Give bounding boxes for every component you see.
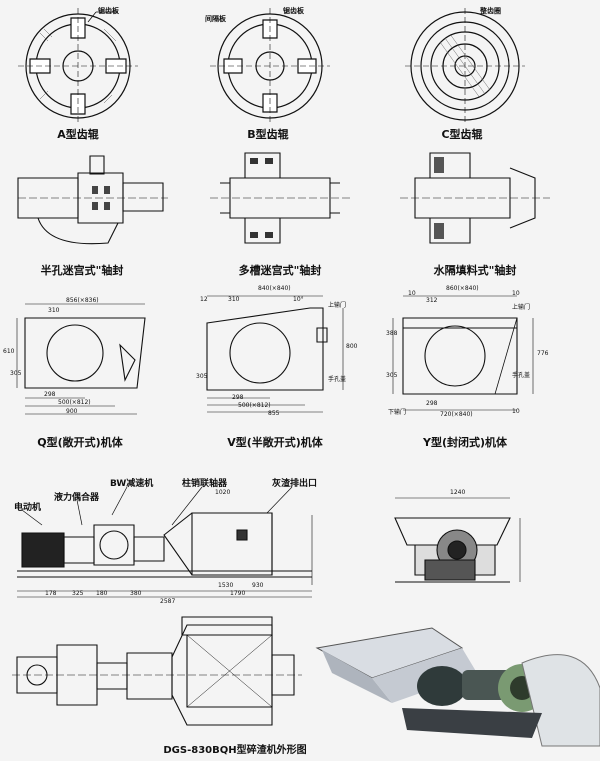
body-q-svg bbox=[5, 290, 160, 420]
dim-6: 1790 bbox=[230, 590, 246, 597]
roller-b-caption: B型齿辊 bbox=[247, 128, 289, 141]
body-y-dim-b2: 720(×840) bbox=[440, 411, 473, 418]
body-y-dim-inlet: 上输门 bbox=[512, 304, 531, 311]
seal-a-drawing bbox=[18, 148, 168, 253]
assembly-side-svg bbox=[385, 490, 525, 595]
roller-a-drawing bbox=[18, 8, 138, 123]
roller-a-callout: 锯齿板 bbox=[98, 7, 119, 15]
body-y-dim-outlet: 下输门 bbox=[388, 409, 407, 416]
body-q-dim-top-inner: 310 bbox=[48, 307, 60, 314]
body-y-dim-height: 776 bbox=[537, 350, 549, 357]
seal-c-drawing bbox=[400, 148, 550, 253]
dim-0: 178 bbox=[45, 590, 57, 597]
body-q-caption: Q型(敞开式)机体 bbox=[37, 436, 123, 449]
body-v-dim-top: 840(×840) bbox=[258, 285, 291, 292]
body-v-dim-b1: 298 bbox=[232, 394, 244, 401]
seal-c-caption: 水隔填料式"轴封 bbox=[433, 264, 517, 277]
body-y-dim-d3: 10 bbox=[512, 290, 520, 297]
body-v-dim-inlet: 上输门 bbox=[328, 302, 347, 309]
dim-5: 930 bbox=[252, 582, 264, 589]
dim-9: 1240 bbox=[450, 489, 466, 496]
body-v-caption: V型(半敞开式)机体 bbox=[227, 436, 323, 449]
seal-c-svg bbox=[400, 148, 550, 253]
machine-photo-svg bbox=[312, 618, 600, 746]
body-q-dim-b2: 500(×812) bbox=[58, 399, 91, 406]
body-v-dim-h2: 305 bbox=[196, 373, 208, 380]
body-y-dim-b3: 10 bbox=[512, 408, 520, 415]
seal-a-svg bbox=[18, 148, 168, 253]
roller-b-callout-left: 间隔板 bbox=[205, 15, 226, 23]
body-y-dim-h2: 305 bbox=[386, 372, 398, 379]
roller-c-caption: C型齿辊 bbox=[441, 128, 483, 141]
body-v-svg bbox=[195, 288, 355, 418]
label-reducer: BW减速机 bbox=[110, 479, 154, 489]
roller-b-drawing bbox=[210, 8, 330, 123]
body-q-drawing bbox=[5, 290, 160, 420]
body-q-dim-height: 610 bbox=[3, 348, 15, 355]
dim-1: 325 bbox=[72, 590, 84, 597]
dim-4: 1530 bbox=[218, 582, 234, 589]
body-v-dim-b3: 855 bbox=[268, 410, 280, 417]
body-y-caption: Y型(封闭式)机体 bbox=[422, 436, 508, 449]
body-v-dim-height: 800 bbox=[346, 343, 358, 350]
body-v-dim-d1: 12 bbox=[200, 296, 208, 303]
label-motor: 电动机 bbox=[14, 503, 42, 513]
dim-2: 180 bbox=[96, 590, 108, 597]
body-y-dim-d1: 10 bbox=[408, 290, 416, 297]
body-v-dim-b2: 500(×812) bbox=[238, 402, 271, 409]
label-coupling: 液力偶合器 bbox=[54, 493, 100, 503]
seal-b-svg bbox=[210, 148, 350, 253]
body-y-dim-water: 手孔盖 bbox=[512, 372, 531, 379]
body-y-dim-b1: 298 bbox=[426, 400, 438, 407]
body-v-dim-angle: 10° bbox=[293, 296, 304, 303]
assembly-plan-svg bbox=[12, 615, 312, 730]
assembly-side-view bbox=[385, 490, 525, 595]
body-q-dim-top: 856(×836) bbox=[66, 297, 99, 304]
roller-c-drawing bbox=[405, 8, 525, 123]
body-y-dim-d2: 312 bbox=[426, 297, 438, 304]
assembly-elevation-svg bbox=[12, 485, 342, 600]
roller-a-svg bbox=[18, 8, 138, 123]
roller-c-svg bbox=[405, 8, 525, 123]
roller-c-callout: 整齿圈 bbox=[480, 7, 501, 15]
assembly-caption: DGS-830BQH型碎渣机外形图 bbox=[163, 745, 307, 756]
dim-8: 1020 bbox=[215, 489, 231, 496]
body-v-drawing bbox=[195, 288, 355, 418]
body-y-dim-top: 860(×840) bbox=[446, 285, 479, 292]
body-y-dim-h1: 388 bbox=[386, 330, 398, 337]
roller-b-callout-right: 锯齿板 bbox=[283, 7, 304, 15]
roller-b-svg bbox=[210, 8, 330, 123]
body-q-dim-b1: 298 bbox=[44, 391, 56, 398]
label-pin-coupling: 柱销联轴器 bbox=[182, 479, 228, 489]
assembly-elevation-drawing bbox=[12, 485, 342, 600]
seal-a-caption: 半孔迷宫式"轴封 bbox=[40, 264, 124, 277]
body-v-dim-d2: 310 bbox=[228, 296, 240, 303]
dim-3: 380 bbox=[130, 590, 142, 597]
seal-b-caption: 多槽迷宫式"轴封 bbox=[238, 264, 322, 277]
dim-7: 2587 bbox=[160, 598, 176, 605]
body-y-svg bbox=[385, 288, 545, 423]
machine-photo bbox=[312, 618, 600, 746]
body-q-dim-h2: 305 bbox=[10, 370, 22, 377]
body-q-dim-b3: 900 bbox=[66, 408, 78, 415]
assembly-plan-drawing bbox=[12, 615, 312, 730]
label-slag-outlet: 灰渣排出口 bbox=[272, 479, 318, 489]
body-v-dim-water: 手孔盖 bbox=[328, 376, 347, 383]
seal-b-drawing bbox=[210, 148, 350, 253]
roller-a-caption: A型齿辊 bbox=[57, 128, 99, 141]
body-y-drawing bbox=[385, 288, 545, 423]
